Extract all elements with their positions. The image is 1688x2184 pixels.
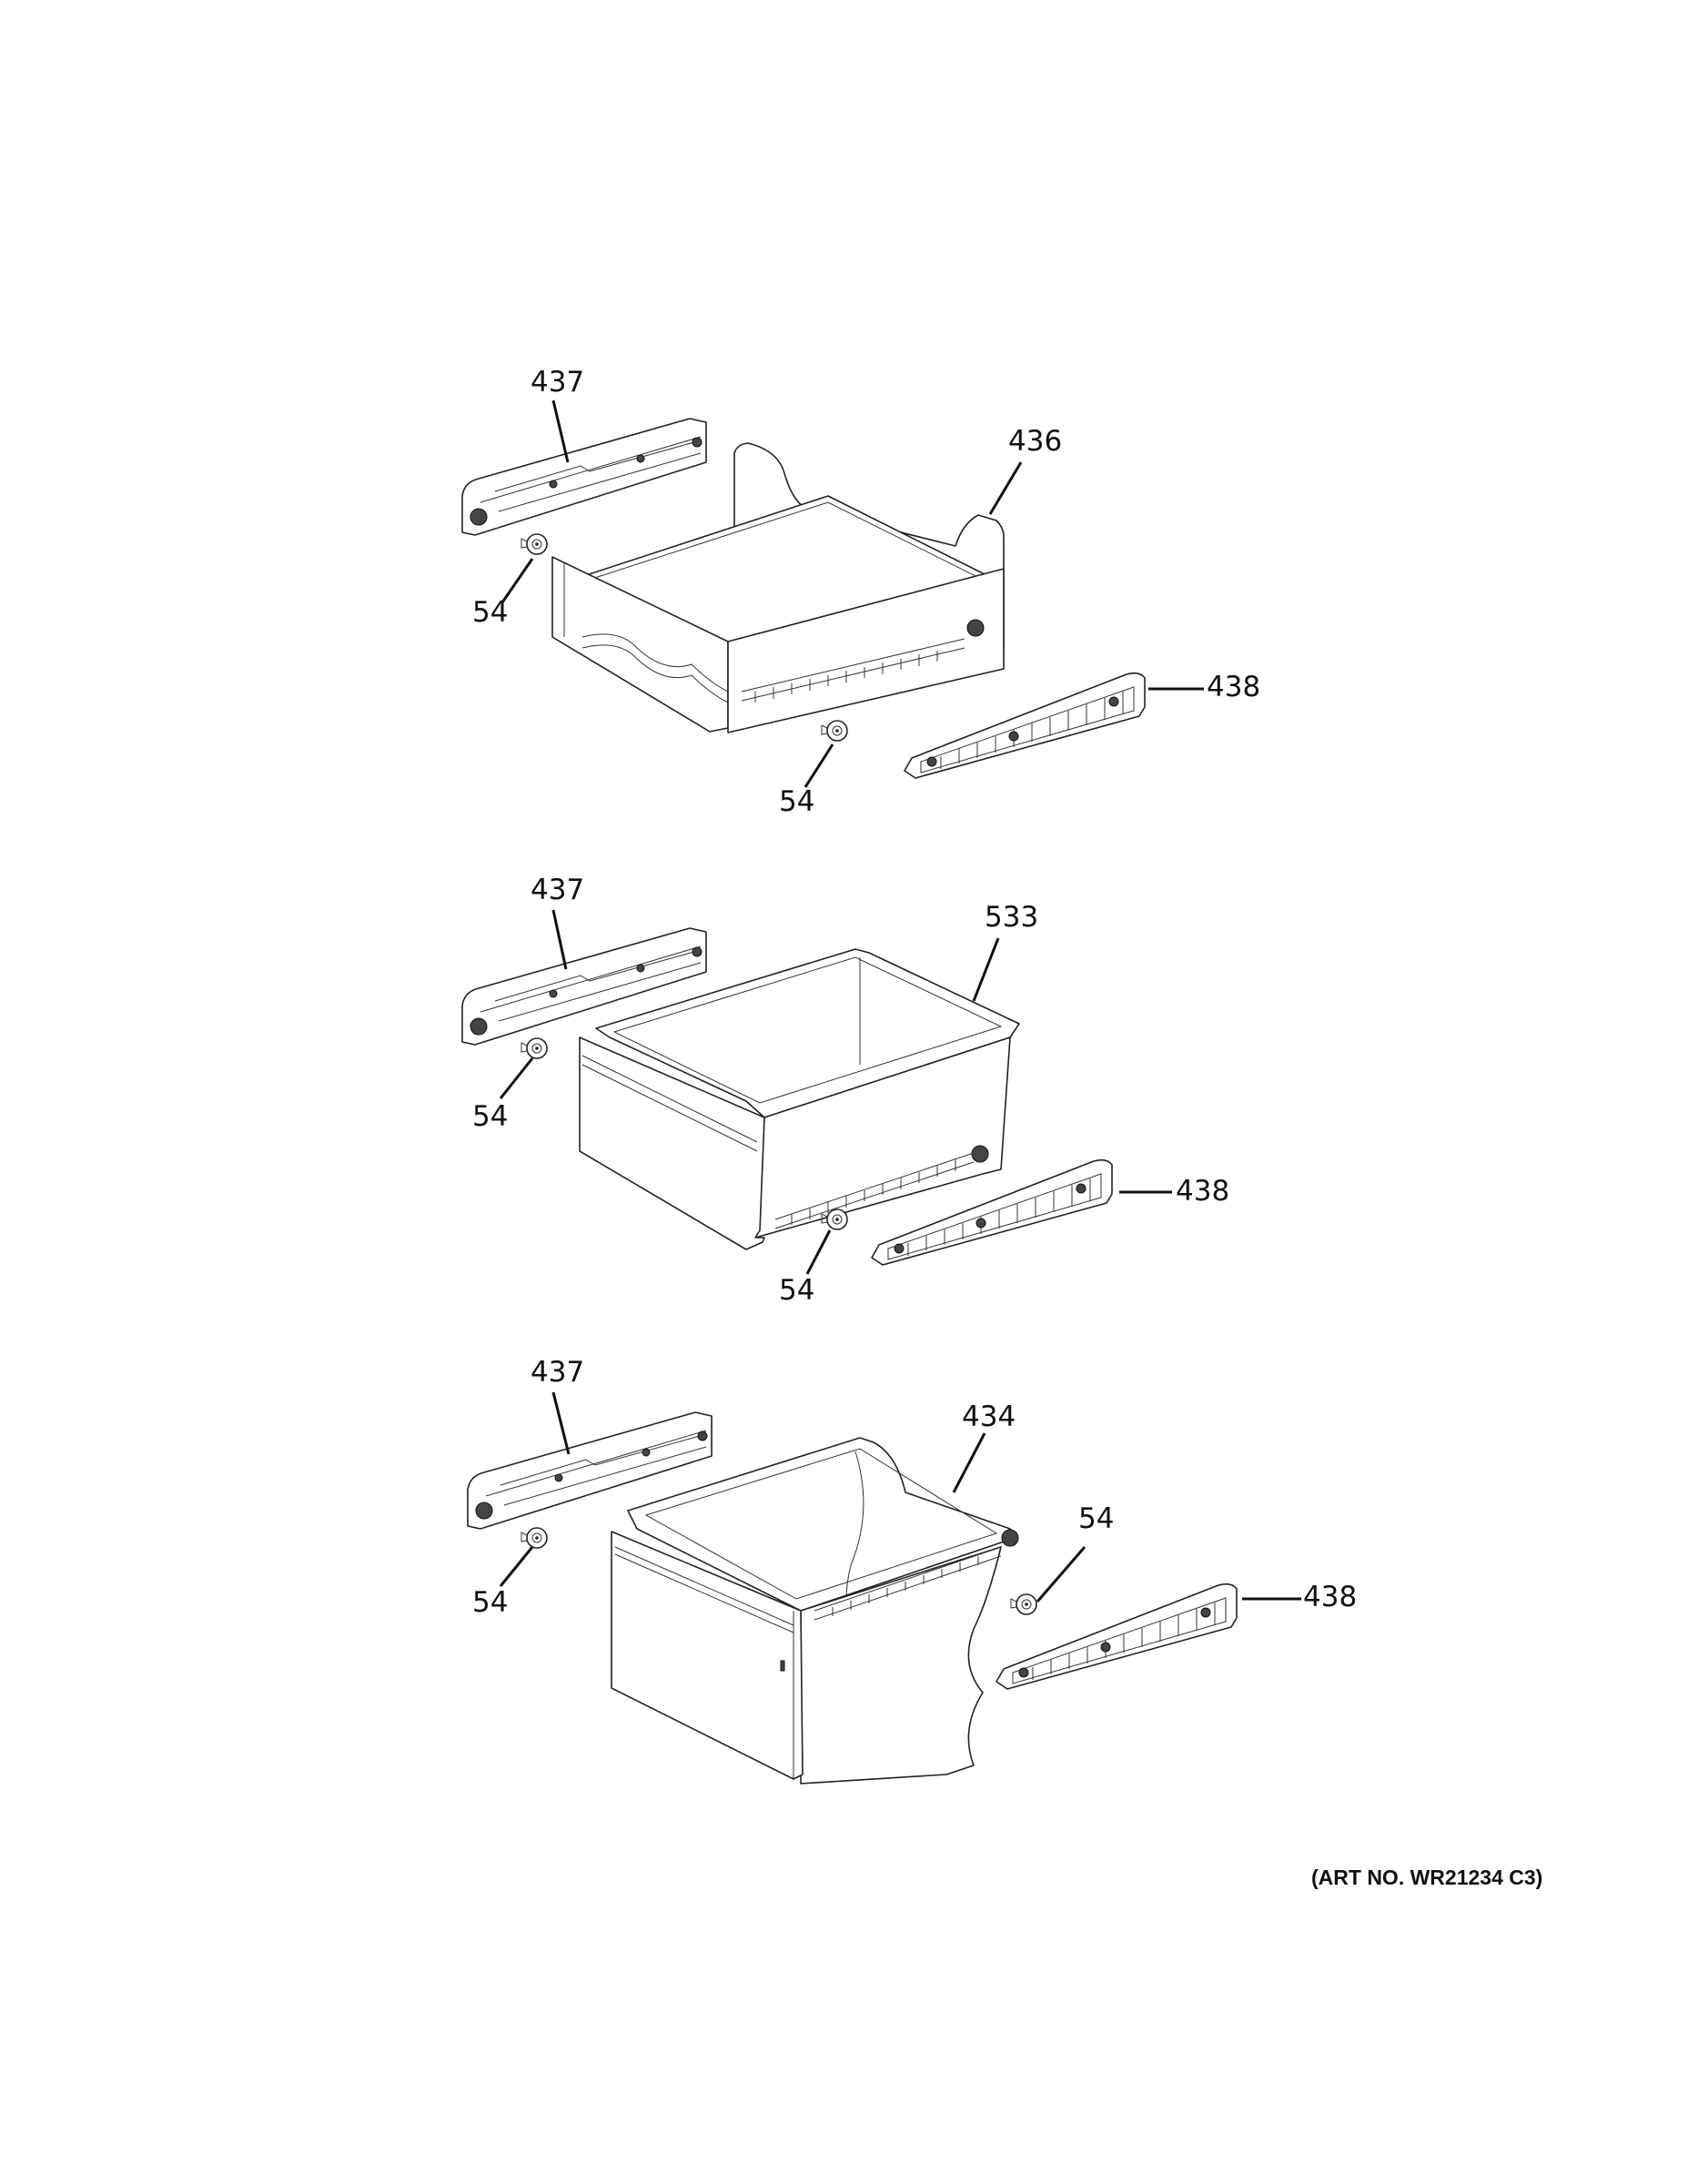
top-drawer-436 — [551, 442, 1005, 733]
top-rail-437 — [461, 418, 707, 536]
callout-533: 533 — [985, 901, 1039, 934]
callout-437-bot: 437 — [531, 1356, 585, 1389]
callout-437-top: 437 — [531, 366, 585, 399]
callout-54-top-left: 54 — [472, 596, 509, 629]
callout-437-mid: 437 — [531, 874, 585, 906]
top-rail-438 — [904, 672, 1146, 779]
callout-436: 436 — [1008, 425, 1063, 458]
bot-drawer-434 — [611, 1437, 1019, 1785]
callout-54-mid-right: 54 — [779, 1274, 815, 1307]
callout-438-bot: 438 — [1303, 1581, 1358, 1613]
callout-434: 434 — [962, 1400, 1016, 1433]
callout-54-mid-left: 54 — [472, 1100, 509, 1133]
callout-54-bot-right: 54 — [1078, 1502, 1115, 1535]
art-number: (ART NO. WR21234 C3) — [1311, 1866, 1543, 1889]
callout-54-top-right: 54 — [779, 785, 815, 818]
callout-438-top: 438 — [1207, 671, 1261, 703]
callout-438-mid: 438 — [1176, 1175, 1230, 1208]
callout-54-bot-left: 54 — [472, 1586, 509, 1619]
mid-drawer-533 — [579, 948, 1020, 1250]
